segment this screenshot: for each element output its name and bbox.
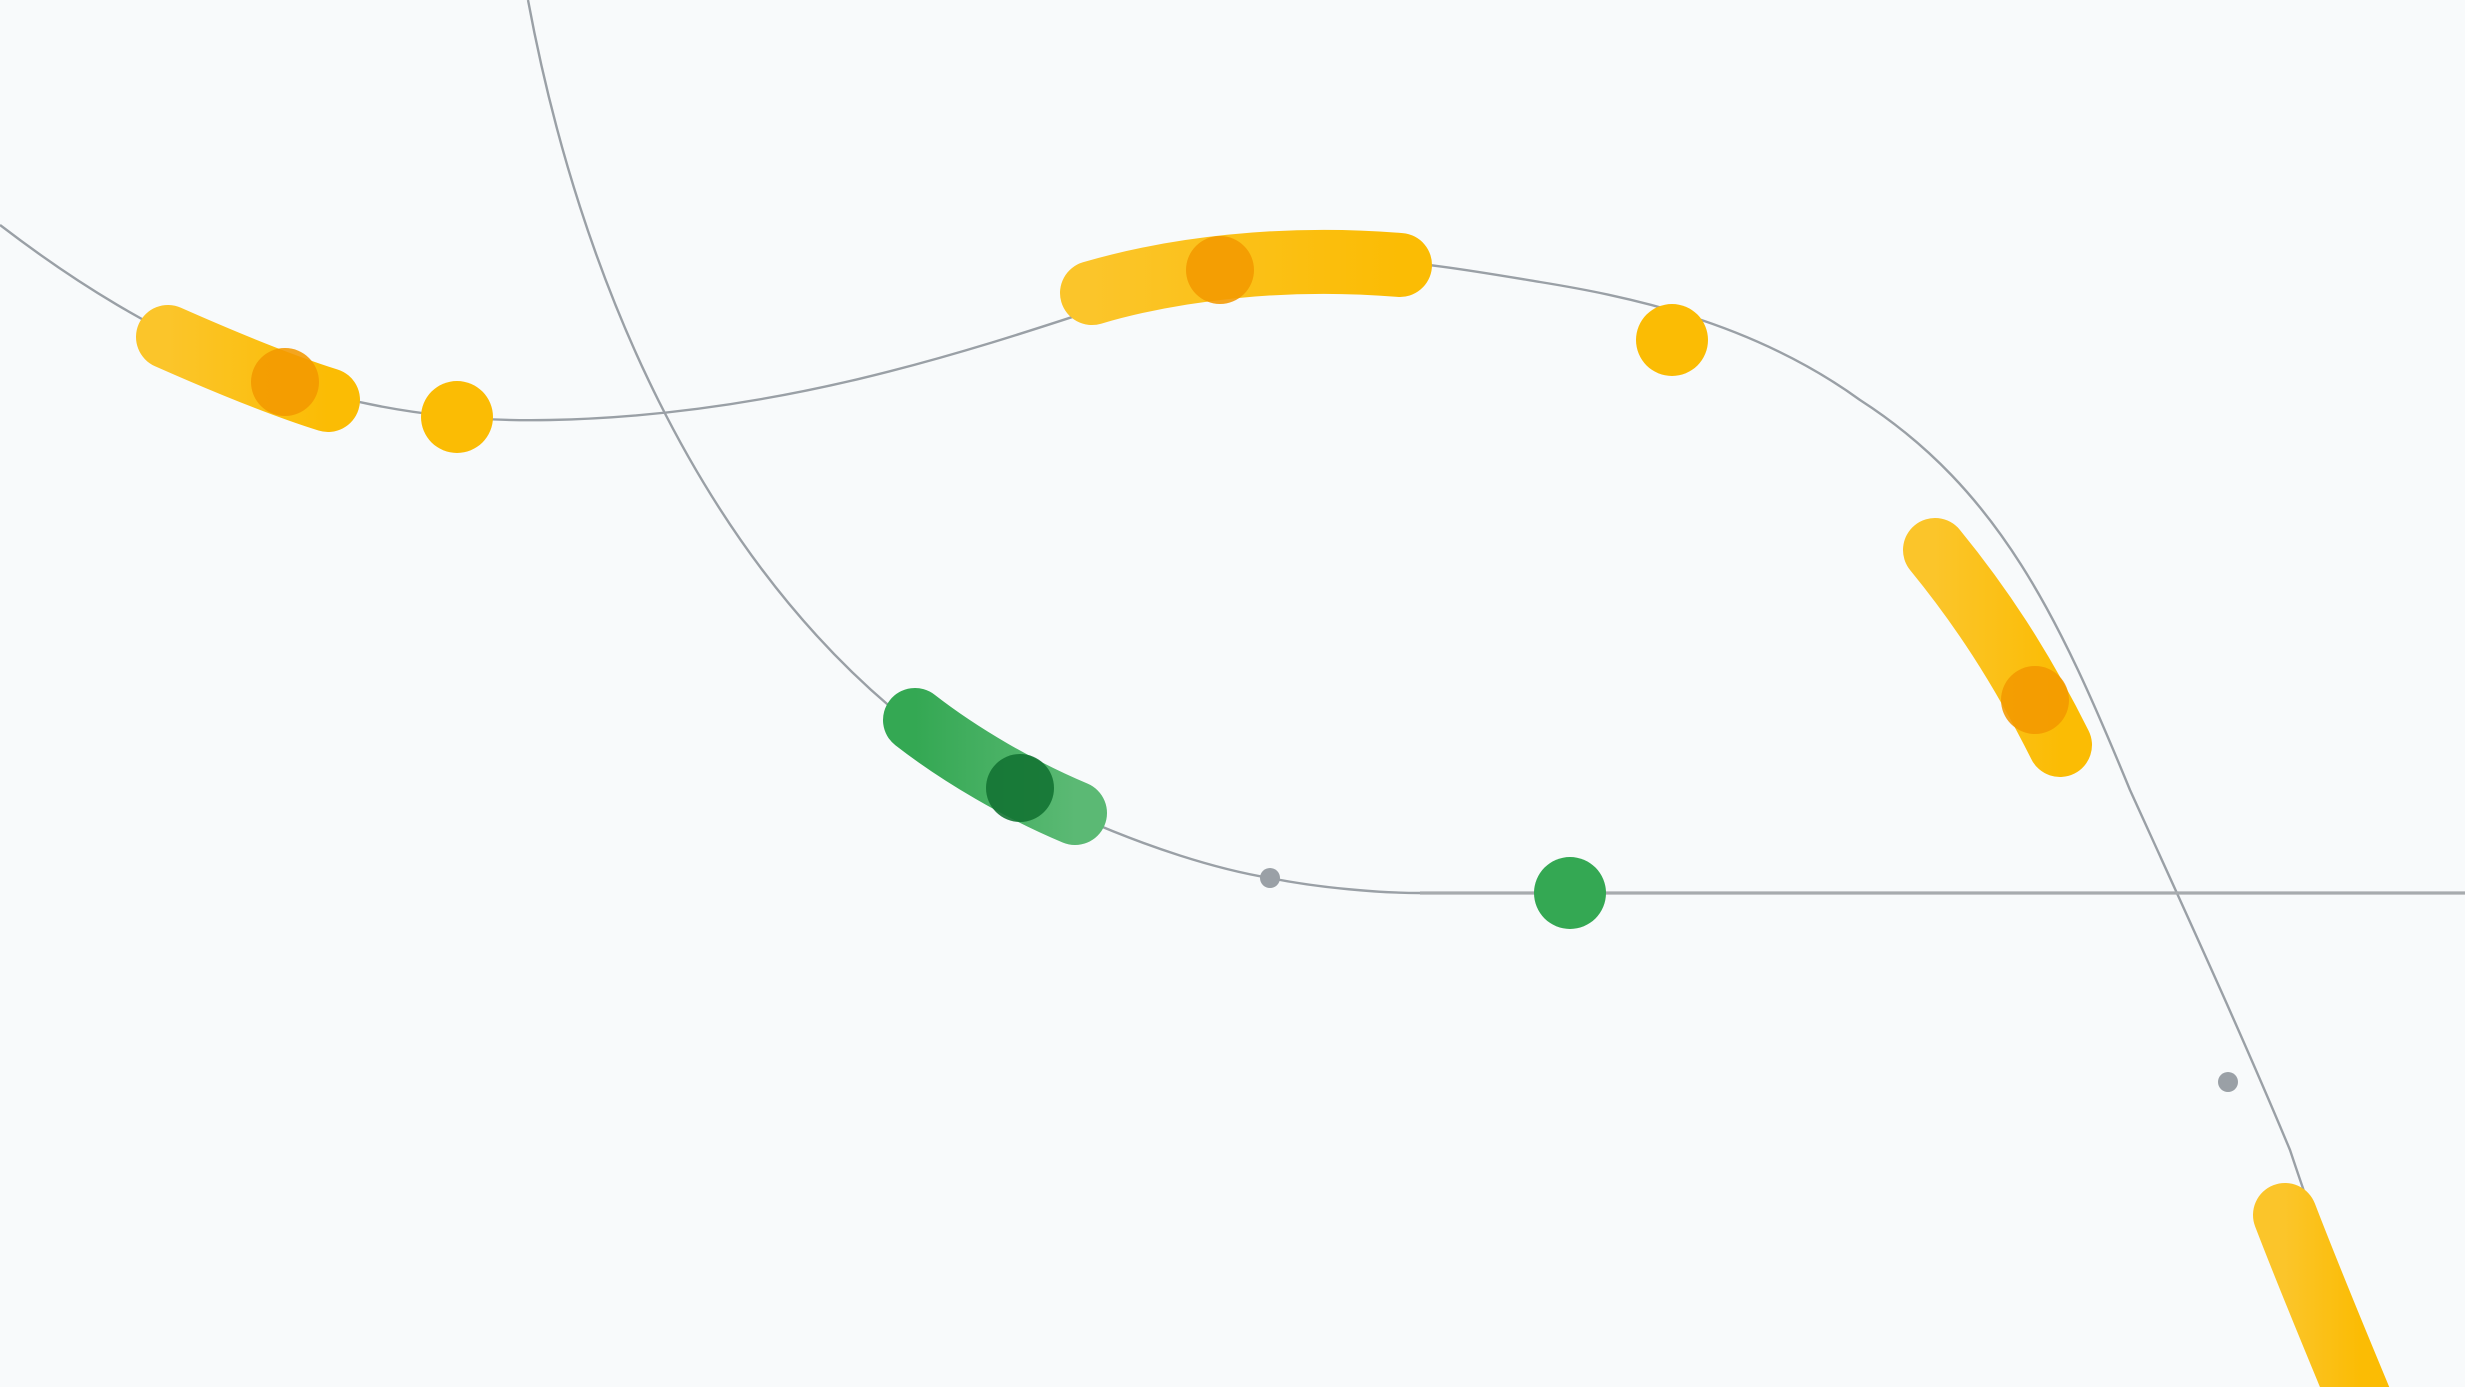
dot-marker-green [1534, 857, 1606, 929]
track-curve-yellow [0, 224, 2382, 1387]
dot-marker-yellow-2 [1636, 304, 1708, 376]
dot-marker-grey-2 [2218, 1072, 2238, 1092]
dot-marker-orange-1 [251, 348, 319, 416]
dot-marker-yellow-1 [421, 381, 493, 453]
pill-marker-yellow-4 [2253, 1183, 2390, 1387]
dot-marker-grey-1 [1260, 868, 1280, 888]
dot-marker-darkgreen [986, 754, 1054, 822]
dot-marker-orange-2 [1186, 236, 1254, 304]
dot-marker-orange-3 [2001, 666, 2069, 734]
